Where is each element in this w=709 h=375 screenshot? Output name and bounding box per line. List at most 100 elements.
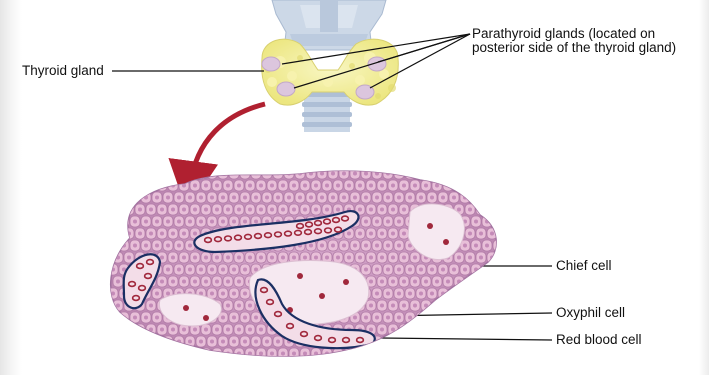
chief-cell-nucleus xyxy=(144,172,148,176)
chief-cell-nucleus xyxy=(166,172,170,176)
chief-cell-nucleus xyxy=(408,340,412,344)
chief-cell-nucleus xyxy=(314,256,318,260)
chief-cell-nucleus xyxy=(314,208,318,212)
chief-cell xyxy=(449,312,459,323)
chief-cell-nucleus xyxy=(259,208,263,212)
oxyphil-nucleus xyxy=(343,279,349,285)
chief-cell xyxy=(135,180,145,191)
chief-cell-nucleus xyxy=(496,172,500,176)
chief-cell-nucleus xyxy=(259,352,263,356)
chief-cell-nucleus xyxy=(501,232,505,236)
chief-cell-nucleus xyxy=(413,352,417,356)
chief-cell-nucleus xyxy=(171,256,175,260)
chief-cell-nucleus xyxy=(303,256,307,260)
chief-cell-nucleus xyxy=(490,208,494,212)
chief-cell-nucleus xyxy=(353,316,357,320)
chief-cell-nucleus xyxy=(215,328,219,332)
chief-cell xyxy=(460,336,470,347)
chief-cell-nucleus xyxy=(281,184,285,188)
chief-cell xyxy=(284,168,294,179)
chief-cell-nucleus xyxy=(116,232,120,236)
chief-cell-nucleus xyxy=(237,256,241,260)
chief-cell-nucleus xyxy=(485,316,489,320)
chief-cell xyxy=(471,336,481,347)
chief-cell xyxy=(113,228,123,239)
chief-cell-nucleus xyxy=(155,340,159,344)
chief-cell xyxy=(476,276,486,287)
chief-cell-nucleus xyxy=(402,184,406,188)
chief-cell-nucleus xyxy=(485,292,489,296)
chief-cell-nucleus xyxy=(281,352,285,356)
chief-cell xyxy=(113,348,123,359)
chief-cell-nucleus xyxy=(281,208,285,212)
chief-cell-nucleus xyxy=(204,352,208,356)
chief-cell xyxy=(482,168,492,179)
chief-cell xyxy=(438,312,448,323)
chief-cell xyxy=(152,168,162,179)
chief-cell xyxy=(476,300,486,311)
oxyphil-nucleus xyxy=(319,293,325,299)
chief-cell xyxy=(416,336,426,347)
chief-cell-nucleus xyxy=(160,280,164,284)
chief-cell-nucleus xyxy=(380,328,384,332)
chief-cell-nucleus xyxy=(479,304,483,308)
chief-cell-nucleus xyxy=(446,328,450,332)
chief-cell-nucleus xyxy=(391,328,395,332)
chief-cell-nucleus xyxy=(320,244,324,248)
chief-cell xyxy=(443,324,453,335)
chief-cell xyxy=(108,216,118,227)
chief-cell-nucleus xyxy=(138,184,142,188)
chief-cell-nucleus xyxy=(474,292,478,296)
chief-cell-nucleus xyxy=(265,196,269,200)
chief-cell-nucleus xyxy=(177,172,181,176)
chief-cell-nucleus xyxy=(413,280,417,284)
label-thyroid-gland: Thyroid gland xyxy=(22,64,104,78)
chief-cell-nucleus xyxy=(226,208,230,212)
chief-cell-nucleus xyxy=(408,316,412,320)
chief-cell-nucleus xyxy=(474,340,478,344)
chief-cell xyxy=(141,168,151,179)
chief-cell-nucleus xyxy=(435,352,439,356)
chief-cell-nucleus xyxy=(353,172,357,176)
chief-cell-nucleus xyxy=(358,256,362,260)
chief-cell-nucleus xyxy=(474,316,478,320)
chief-cell-nucleus xyxy=(408,196,412,200)
chief-cell-nucleus xyxy=(402,328,406,332)
chief-cell xyxy=(394,168,404,179)
chief-cell-nucleus xyxy=(446,304,450,308)
chief-cell-nucleus xyxy=(336,184,340,188)
chief-cell-nucleus xyxy=(490,232,494,236)
chief-cell-nucleus xyxy=(397,244,401,248)
chief-cell-nucleus xyxy=(193,280,197,284)
chief-cell-nucleus xyxy=(138,208,142,212)
chief-cell-nucleus xyxy=(391,232,395,236)
chief-cell-nucleus xyxy=(127,184,131,188)
chief-cell-nucleus xyxy=(133,244,137,248)
chief-cell-nucleus xyxy=(149,304,153,308)
chief-cell-nucleus xyxy=(226,280,230,284)
chief-cell xyxy=(416,312,426,323)
chief-cell xyxy=(465,324,475,335)
chief-cell xyxy=(240,168,250,179)
chief-cell xyxy=(432,324,442,335)
chief-cell-nucleus xyxy=(496,292,500,296)
chief-cell-nucleus xyxy=(501,304,505,308)
chief-cell-nucleus xyxy=(237,280,241,284)
chief-cell-nucleus xyxy=(254,340,258,344)
chief-cell-nucleus xyxy=(402,232,406,236)
chief-cell-nucleus xyxy=(160,184,164,188)
chief-cell-nucleus xyxy=(435,184,439,188)
chief-cell-nucleus xyxy=(166,196,170,200)
chief-cell-nucleus xyxy=(413,256,417,260)
chief-cell-nucleus xyxy=(193,208,197,212)
chief-cell xyxy=(487,204,497,215)
chief-cell-nucleus xyxy=(485,196,489,200)
chief-cell-nucleus xyxy=(386,244,390,248)
chief-cell-nucleus xyxy=(342,172,346,176)
chief-cell-nucleus xyxy=(182,328,186,332)
chief-cell-nucleus xyxy=(457,208,461,212)
chief-cell xyxy=(493,168,503,179)
chief-cell xyxy=(366,348,376,359)
chief-cell-nucleus xyxy=(133,196,137,200)
chief-cell-nucleus xyxy=(347,256,351,260)
